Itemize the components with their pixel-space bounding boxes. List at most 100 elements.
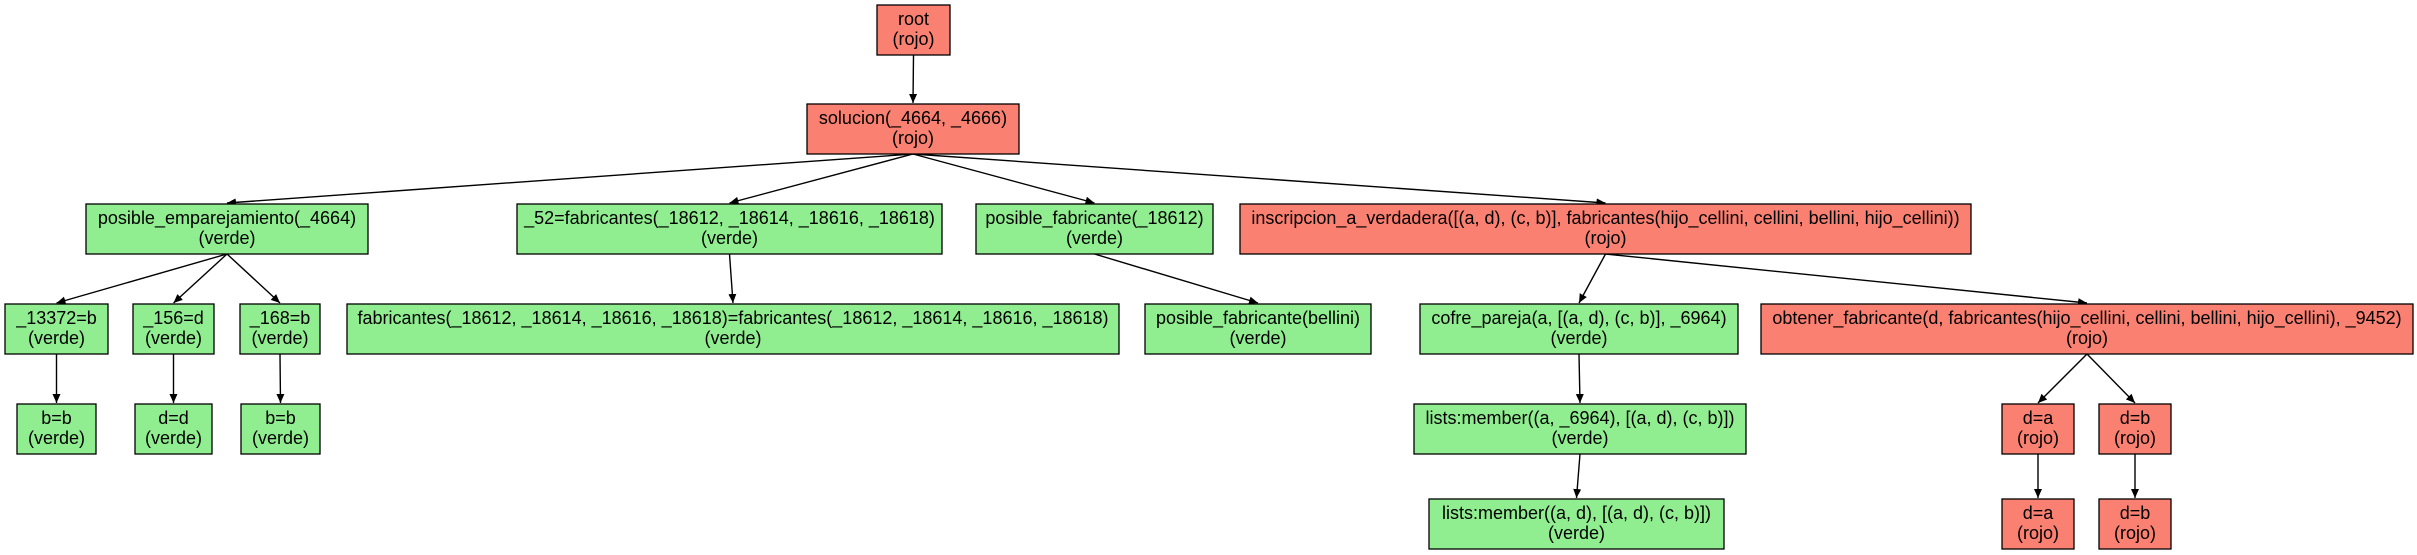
- tree-node: inscripcion_a_verdadera([(a, d), (c, b)]…: [1239, 203, 1972, 255]
- node-status-label: (verde): [1229, 328, 1286, 348]
- tree-node: posible_fabricante(_18612)(verde): [975, 203, 1214, 255]
- node-label: obtener_fabricante(d, fabricantes(hijo_c…: [1772, 308, 2401, 329]
- node-box-verde: [4, 303, 109, 355]
- node-status-label: (verde): [1551, 428, 1608, 448]
- tree-node: d=b(rojo): [2098, 403, 2172, 455]
- nodes-layer: root(rojo)solucion(_4664, _4666)(rojo)po…: [4, 4, 2414, 550]
- node-label: d=a: [2023, 408, 2055, 428]
- node-label: d=d: [158, 408, 189, 428]
- tree-node: _13372=b(verde): [4, 303, 109, 355]
- edges-layer: [52, 54, 2139, 499]
- node-box-verde: [240, 403, 321, 455]
- node-label: d=a: [2023, 503, 2055, 523]
- node-status-label: (rojo): [2066, 328, 2108, 348]
- node-box-verde: [975, 203, 1214, 255]
- node-status-label: (rojo): [1584, 228, 1626, 248]
- tree-node: b=b(verde): [16, 403, 97, 455]
- node-status-label: (verde): [1550, 328, 1607, 348]
- node-status-label: (verde): [251, 328, 308, 348]
- node-label: cofre_pareja(a, [(a, d), (c, b)], _6964): [1431, 308, 1726, 329]
- edge-arrow: [56, 253, 228, 305]
- node-status-label: (verde): [704, 328, 761, 348]
- node-label: _52=fabricantes(_18612, _18614, _18616, …: [523, 208, 935, 229]
- tree-node: fabricantes(_18612, _18614, _18616, _186…: [346, 303, 1120, 355]
- node-status-label: (rojo): [2114, 523, 2156, 543]
- node-label: posible_fabricante(bellini): [1156, 308, 1360, 329]
- node-label: posible_fabricante(_18612): [985, 208, 1203, 229]
- node-status-label: (rojo): [2017, 428, 2059, 448]
- node-label: b=b: [41, 408, 72, 428]
- node-box-rojo: [2001, 498, 2075, 550]
- tree-node: root(rojo): [876, 4, 951, 56]
- tree-node: obtener_fabricante(d, fabricantes(hijo_c…: [1760, 303, 2414, 355]
- tree-node: d=d(verde): [134, 403, 213, 455]
- edge-arrow: [729, 153, 914, 205]
- node-label: _13372=b: [15, 308, 97, 329]
- node-box-verde: [1428, 498, 1725, 550]
- node-label: fabricantes(_18612, _18614, _18616, _186…: [357, 308, 1108, 329]
- edge-arrow: [1094, 253, 1259, 305]
- node-status-label: (verde): [701, 228, 758, 248]
- node-status-label: (verde): [28, 328, 85, 348]
- tree-node: _52=fabricantes(_18612, _18614, _18616, …: [516, 203, 943, 255]
- edge-arrow: [173, 253, 228, 304]
- node-box-rojo: [2001, 403, 2075, 455]
- node-box-verde: [16, 403, 97, 455]
- node-status-label: (verde): [1548, 523, 1605, 543]
- node-label: inscripcion_a_verdadera([(a, d), (c, b)]…: [1251, 208, 1959, 229]
- tree-node: lists:member((a, _6964), [(a, d), (c, b)…: [1413, 403, 1747, 455]
- node-label: _156=d: [142, 308, 204, 329]
- node-box-verde: [1144, 303, 1372, 355]
- node-box-verde: [239, 303, 321, 355]
- node-box-rojo: [1760, 303, 2414, 355]
- node-label: d=b: [2120, 408, 2151, 428]
- node-status-label: (verde): [145, 428, 202, 448]
- edge-arrow: [909, 54, 918, 104]
- edge-arrow: [226, 253, 281, 304]
- edge-arrow: [912, 153, 1606, 207]
- node-box-verde: [85, 203, 369, 255]
- tree-node: posible_fabricante(bellini)(verde): [1144, 303, 1372, 355]
- node-status-label: (rojo): [892, 29, 934, 49]
- node-box-verde: [1419, 303, 1739, 355]
- edge-arrow: [1575, 353, 1584, 404]
- edge-arrow: [2086, 353, 2136, 404]
- node-status-label: (verde): [252, 428, 309, 448]
- node-label: d=b: [2120, 503, 2151, 523]
- node-status-label: (rojo): [2017, 523, 2059, 543]
- edge-arrow: [226, 153, 914, 207]
- tree-node: d=a(rojo): [2001, 498, 2075, 550]
- edge-arrow: [1578, 253, 1607, 304]
- node-status-label: (verde): [198, 228, 255, 248]
- node-status-label: (verde): [28, 428, 85, 448]
- node-box-verde: [134, 403, 213, 455]
- tree-node: d=a(rojo): [2001, 403, 2075, 455]
- node-label: b=b: [265, 408, 296, 428]
- node-status-label: (rojo): [2114, 428, 2156, 448]
- node-label: posible_emparejamiento(_4664): [98, 208, 356, 229]
- tree-node: b=b(verde): [240, 403, 321, 455]
- node-box-rojo: [2098, 403, 2172, 455]
- edge-arrow: [1573, 453, 1582, 499]
- tree-node: cofre_pareja(a, [(a, d), (c, b)], _6964)…: [1419, 303, 1739, 355]
- tree-node: d=b(rojo): [2098, 498, 2172, 550]
- tree-node: lists:member((a, d), [(a, d), (c, b)])(v…: [1428, 498, 1725, 550]
- node-status-label: (verde): [1066, 228, 1123, 248]
- node-label: root: [898, 9, 929, 29]
- edge-arrow: [1605, 253, 2088, 307]
- node-label: solucion(_4664, _4666): [819, 108, 1007, 129]
- edge-arrow: [2037, 353, 2088, 404]
- edge-arrow: [912, 153, 1095, 205]
- node-box-rojo: [2098, 498, 2172, 550]
- node-box-rojo: [876, 4, 951, 56]
- node-box-verde: [346, 303, 1120, 355]
- node-box-verde: [1413, 403, 1747, 455]
- node-label: _168=b: [249, 308, 311, 329]
- tree-node: solucion(_4664, _4666)(rojo): [806, 103, 1020, 155]
- node-box-rojo: [1239, 203, 1972, 255]
- node-box-verde: [132, 303, 215, 355]
- edge-arrow: [728, 253, 737, 304]
- edge-arrow: [276, 353, 285, 404]
- node-label: lists:member((a, _6964), [(a, d), (c, b)…: [1425, 408, 1734, 429]
